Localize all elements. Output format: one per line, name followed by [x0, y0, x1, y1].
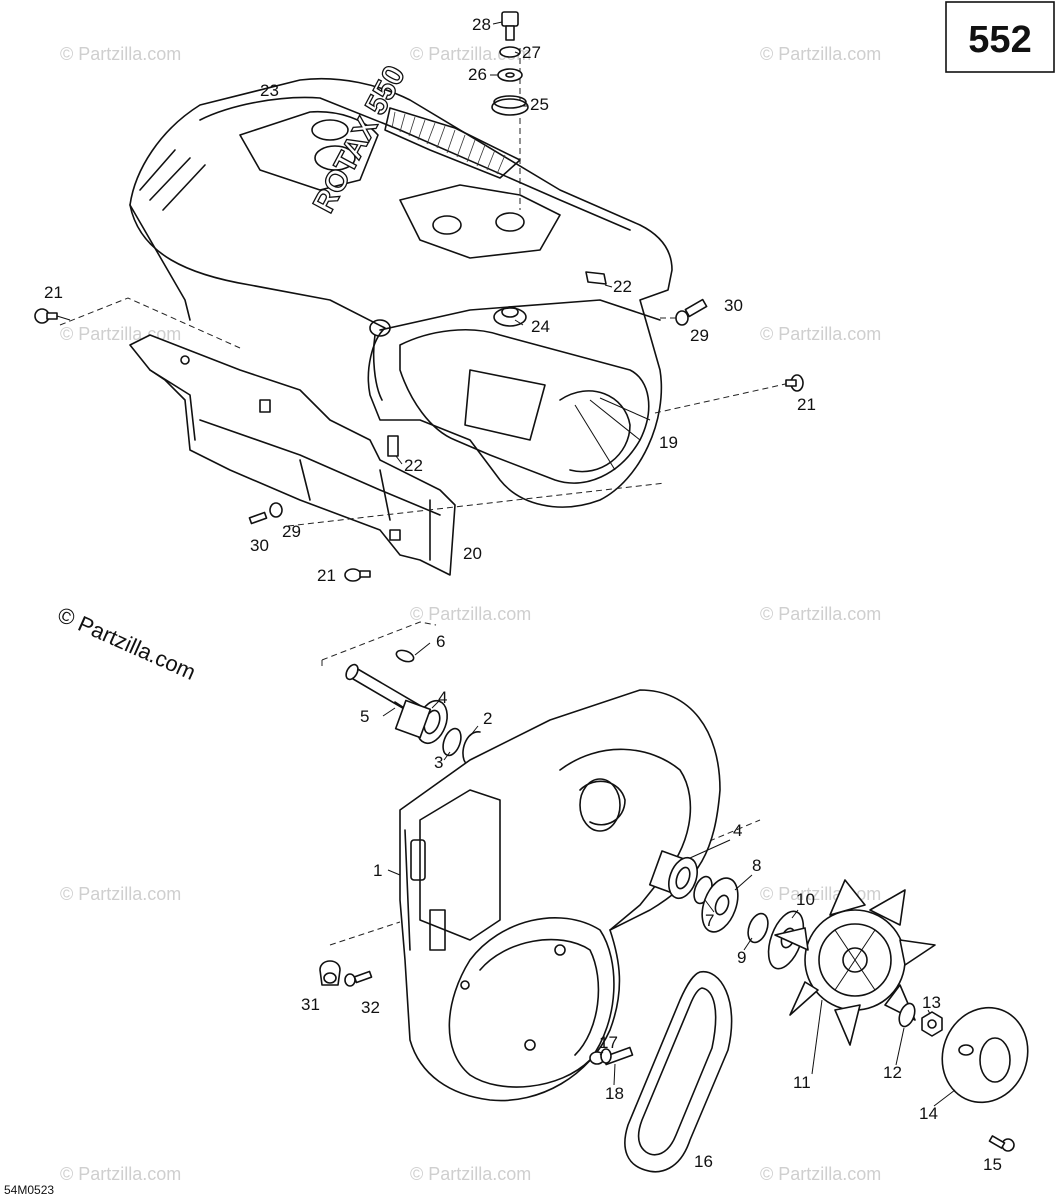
callout-13: 13: [922, 993, 941, 1012]
callout-8: 8: [752, 856, 761, 875]
callout-27: 27: [522, 43, 541, 62]
watermark: © Partzilla.com: [60, 1164, 181, 1184]
pulley-bearings: [648, 850, 805, 970]
callout-25: 25: [530, 95, 549, 114]
bearing-4-lower: [648, 850, 698, 900]
callout-28: 28: [472, 15, 491, 34]
fan-cap-14: [941, 1006, 1029, 1104]
watermark: © Partzilla.com: [60, 44, 181, 64]
upper-hardware: [34, 11, 804, 582]
callout-21-right: 21: [797, 395, 816, 414]
callout-22-lower: 22: [404, 456, 423, 475]
callout-4-lower: 4: [733, 821, 742, 840]
callout-30-upper: 30: [724, 296, 743, 315]
callout-30-lower: 30: [250, 536, 269, 555]
callout-4-upper: 4: [438, 688, 447, 707]
callout-2: 2: [483, 709, 492, 728]
callout-9: 9: [737, 948, 746, 967]
screw-21-left: [34, 308, 58, 324]
pulley-housing-1: [399, 689, 721, 1102]
upper-alignment-lines: [59, 48, 791, 527]
page-code-box: 552: [945, 1, 1055, 73]
callout-11: 11: [793, 1073, 811, 1092]
lower-hardware: [319, 960, 634, 1066]
fan-11: [774, 879, 936, 1046]
callout-3: 3: [434, 753, 443, 772]
shaft-parts: [345, 649, 493, 768]
callout-17: 17: [599, 1033, 618, 1052]
callout-12: 12: [883, 1063, 902, 1082]
callout-1: 1: [373, 861, 382, 880]
page-code: 552: [968, 19, 1031, 61]
callout-21-left: 21: [44, 283, 63, 302]
callout-22-upper: 22: [613, 277, 632, 296]
callout-5: 5: [360, 707, 369, 726]
cover-grille: [384, 107, 521, 179]
drawing-code: 54M0523: [4, 1183, 54, 1197]
watermark: © Partzilla.com: [410, 1164, 531, 1184]
watermark: © Partzilla.com: [410, 604, 531, 624]
callout-32: 32: [361, 998, 380, 1017]
callout-19: 19: [659, 433, 678, 452]
copyright-notice: © Partzilla.com: [54, 602, 200, 685]
bearing-4-upper: [394, 699, 448, 745]
callout-21-bottom: 21: [317, 566, 336, 585]
callout-7: 7: [705, 911, 714, 930]
callout-23: 23: [260, 81, 279, 100]
watermark: © Partzilla.com: [760, 1164, 881, 1184]
callout-18: 18: [605, 1084, 624, 1103]
belt-16: [624, 970, 733, 1173]
watermark: © Partzilla.com: [760, 44, 881, 64]
watermark: © Partzilla.com: [60, 884, 181, 904]
fan-cover-19: ROTAX 550: [129, 60, 673, 508]
screw-15: [988, 1135, 1015, 1152]
callout-29-lower: 29: [282, 522, 301, 541]
callout-26: 26: [468, 65, 487, 84]
callout-31: 31: [301, 995, 320, 1014]
callout-15: 15: [983, 1155, 1002, 1174]
fan-hardware: [898, 1002, 1029, 1152]
watermark: © Partzilla.com: [760, 324, 881, 344]
cover-support-20: [129, 334, 456, 576]
watermark: © Partzilla.com: [760, 604, 881, 624]
watermark: © Partzilla.com: [760, 884, 881, 904]
screw-21-bottom: [344, 568, 371, 582]
screw-21-right: [785, 374, 804, 392]
leader-lines: [56, 21, 956, 1107]
callout-labels: 28 27 26 25 23 21 22 30 24 29 21 19 22 2…: [44, 15, 1002, 1174]
callout-16: 16: [694, 1152, 713, 1171]
callout-14: 14: [919, 1104, 938, 1123]
callout-20: 20: [463, 544, 482, 563]
callout-6: 6: [436, 632, 445, 651]
callout-10: 10: [796, 890, 815, 909]
callout-24: 24: [531, 317, 550, 336]
callout-29-upper: 29: [690, 326, 709, 345]
